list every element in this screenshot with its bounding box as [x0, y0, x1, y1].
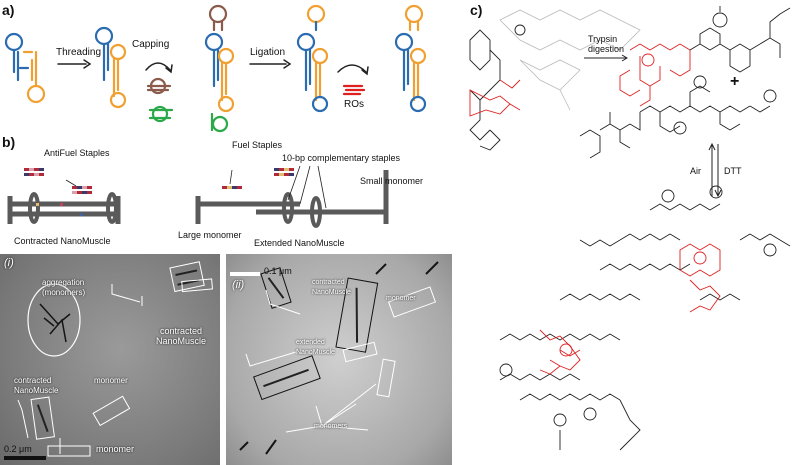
- micrograph-i: (i) aggregation (monomers) contracted Na…: [0, 254, 220, 465]
- panel-c-letter: c): [470, 2, 483, 18]
- monomer-label-i: monomer: [94, 376, 128, 385]
- large-monomer-label: Large monomer: [178, 230, 242, 240]
- dtt-label: DTT: [724, 166, 742, 176]
- capping-label: Capping: [132, 39, 170, 50]
- trypsin-digestion-label: Trypsin digestion: [588, 34, 625, 54]
- extended-label-ii: extended NanoMuscle: [296, 339, 335, 356]
- scale-bar-label-i: 0.2 μm: [4, 444, 32, 454]
- monomer-label-i-2: monomer: [96, 444, 135, 454]
- micrograph-ii-tag: (ii): [232, 279, 245, 291]
- plus-sign: +: [730, 73, 739, 90]
- small-monomer-label: Small monomer: [360, 176, 424, 186]
- scale-bar-label-ii: 0.1 μm: [264, 266, 292, 276]
- micrograph-i-annotations: [4, 261, 214, 460]
- antifuel-staples-label: AntiFuel Staples: [44, 148, 110, 158]
- threading-label: Threading: [56, 47, 102, 58]
- aggregation-label: aggregation (monomers): [42, 278, 86, 297]
- monomers-label-ii: monomers: [314, 423, 348, 430]
- contracted-label-i: contracted NanoMuscle: [156, 326, 207, 346]
- ligation-label: Ligation: [250, 47, 286, 58]
- contracted-label-i-2: contracted NanoMuscle: [14, 376, 59, 395]
- micrograph-ii: (ii) 0.1 μm contracted NanoMuscle extend…: [226, 254, 452, 465]
- panel-a-letter: a): [2, 2, 15, 18]
- micrograph-i-tag: (i): [4, 257, 14, 269]
- complementary-staples-label: 10-bp complementary staples: [282, 153, 401, 163]
- panel-b-schematic: [7, 165, 389, 228]
- extended-nanomuscle-label: Extended NanoMuscle: [254, 238, 345, 248]
- contracted-nanomuscle-label: Contracted NanoMuscle: [14, 236, 111, 246]
- monomer-label-ii: monomer: [386, 295, 416, 302]
- air-label: Air: [690, 166, 701, 176]
- ros-label: ROs: [344, 99, 364, 110]
- micrograph-ii-annotations: [230, 261, 439, 455]
- panel-a-diagram: [4, 4, 427, 133]
- panel-b-letter: b): [2, 134, 16, 150]
- contracted-label-ii: contracted NanoMuscle: [312, 279, 351, 296]
- fuel-staples-label: Fuel Staples: [232, 140, 283, 150]
